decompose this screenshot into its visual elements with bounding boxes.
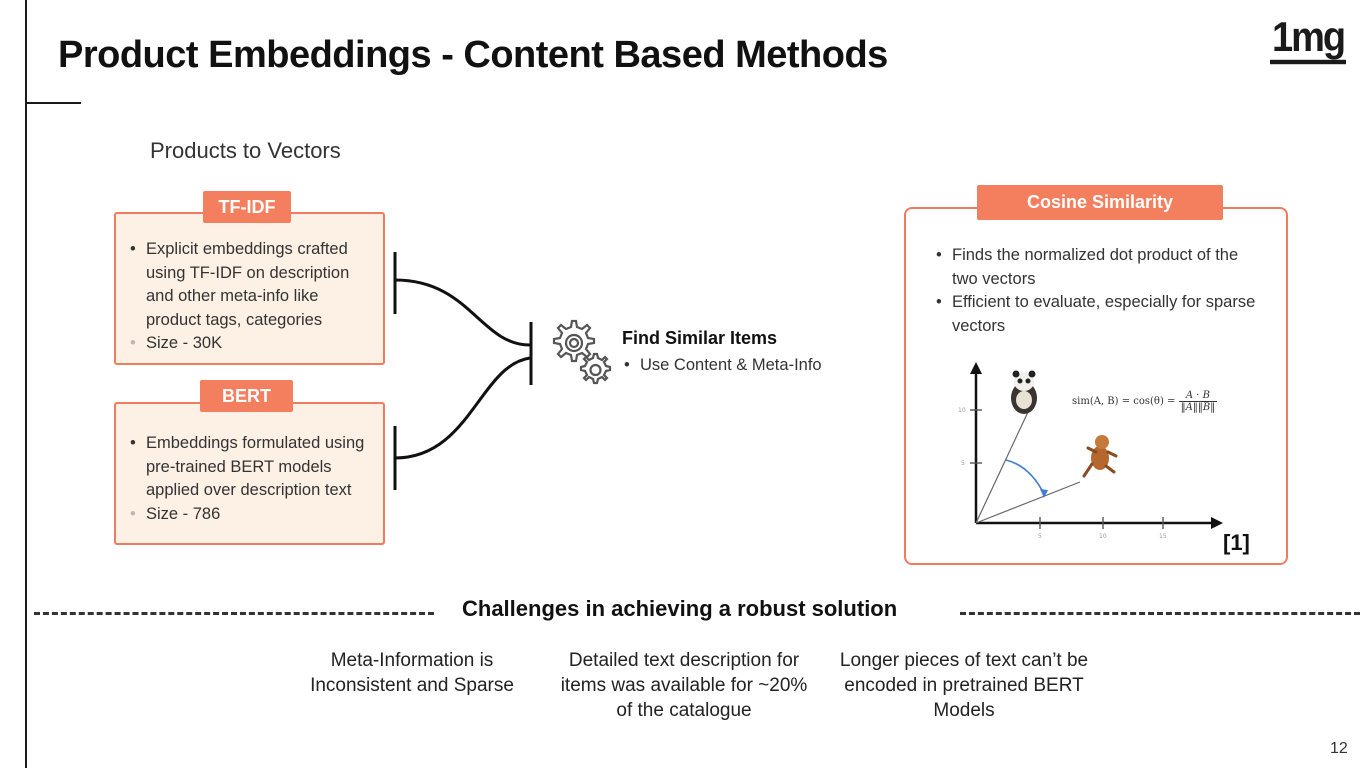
bert-connector-curve — [394, 356, 531, 460]
tfidf-bullet: Explicit embeddings crafted using TF-IDF… — [128, 238, 378, 332]
merge-connector-diagram — [393, 252, 533, 490]
page-number: 12 — [1330, 740, 1348, 757]
y-tick-label: 10 — [958, 407, 966, 414]
angle-arrowhead — [1040, 489, 1048, 498]
tfidf-connector-curve — [394, 278, 531, 347]
bert-bullet-list: Embeddings formulated using pre-trained … — [128, 432, 378, 526]
formula-fraction: A · B ‖A‖‖B‖ — [1178, 390, 1218, 413]
cosine-vector-illustration: 5 10 15 10 5 — [958, 362, 1223, 540]
left-border-rule — [25, 0, 27, 768]
vector-a-line — [975, 411, 1029, 524]
brand-logo: 1mg — [1270, 16, 1346, 65]
dashed-divider-right — [960, 612, 1360, 615]
cosine-formula: sim(A, B) = cos(θ) = A · B ‖A‖‖B‖ — [1072, 390, 1218, 413]
find-similar-list: Use Content & Meta-Info — [622, 354, 822, 378]
tfidf-bullet-list: Explicit embeddings crafted using TF-IDF… — [128, 238, 378, 356]
cosine-bullet: Efficient to evaluate, especially for sp… — [934, 291, 1264, 338]
tfidf-tag: TF-IDF — [203, 191, 291, 223]
slide-title: Product Embeddings - Content Based Metho… — [58, 34, 888, 76]
section-subtitle: Products to Vectors — [150, 138, 341, 163]
citation-reference: [1] — [1223, 530, 1250, 555]
x-axis-arrowhead — [1211, 517, 1223, 529]
tfidf-size-bullet: Size - 30K — [128, 332, 378, 356]
cosine-bullet: Finds the normalized dot product of the … — [934, 244, 1264, 291]
find-similar-bullet: Use Content & Meta-Info — [622, 354, 822, 378]
y-tick-label: 5 — [961, 460, 965, 467]
cosine-tag: Cosine Similarity — [977, 185, 1223, 220]
x-tick-label: 10 — [1099, 533, 1107, 540]
x-tick-label: 15 — [1159, 533, 1167, 540]
formula-numerator: A · B — [1178, 390, 1218, 402]
y-axis-arrowhead — [970, 362, 982, 374]
challenge-item: Longer pieces of text can’t be encoded i… — [839, 650, 1089, 721]
x-tick-label: 5 — [1038, 533, 1042, 540]
formula-denominator: ‖A‖‖B‖ — [1180, 402, 1216, 413]
panda-figure — [1011, 370, 1037, 414]
challenge-item: Meta-Information is Inconsistent and Spa… — [310, 650, 514, 696]
vector-b-line — [975, 481, 1081, 524]
cosine-bullet-list: Finds the normalized dot product of the … — [934, 244, 1264, 338]
dashed-divider-left — [34, 612, 434, 615]
bert-size-bullet: Size - 786 — [128, 503, 378, 527]
gears-icon — [552, 319, 612, 385]
monkey-figure — [1082, 435, 1118, 478]
angle-arc — [1005, 459, 1045, 495]
challenge-item: Detailed text description for items was … — [560, 650, 808, 721]
bert-bullet: Embeddings formulated using pre-trained … — [128, 432, 378, 503]
bert-tag: BERT — [200, 380, 293, 412]
find-similar-title: Find Similar Items — [622, 328, 778, 348]
challenges-heading: Challenges in achieving a robust solutio… — [458, 596, 902, 622]
formula-lhs: sim(A, B) = cos(θ) = — [1072, 396, 1176, 407]
title-underline-rule — [25, 102, 81, 104]
